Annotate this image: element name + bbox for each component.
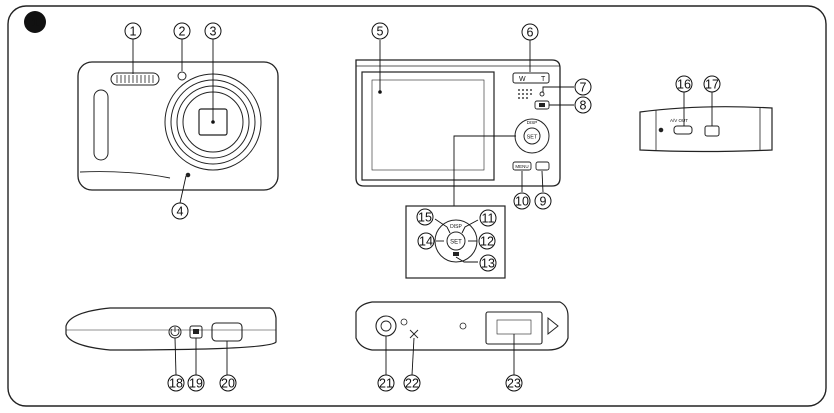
flash-icon xyxy=(110,72,160,86)
callout-10: 10 xyxy=(513,192,531,210)
menu-button: MENU xyxy=(512,161,532,171)
strap-eyelet xyxy=(704,125,720,137)
callout-11: 11 xyxy=(479,209,497,227)
callout-13: 13 xyxy=(479,254,497,272)
svg-text:7: 7 xyxy=(580,81,587,95)
callout-16: 16 xyxy=(675,75,693,93)
av-out-label: A/V OUT xyxy=(670,118,688,123)
svg-text:16: 16 xyxy=(677,78,691,92)
callout-2: 2 xyxy=(173,22,191,40)
camera-front-view xyxy=(77,61,279,191)
set-label-detail: SET xyxy=(450,240,462,246)
zoom-button: W T xyxy=(512,72,550,84)
status-lamp-icon xyxy=(539,91,545,97)
av-usb-port xyxy=(673,125,693,135)
svg-text:1: 1 xyxy=(130,25,137,39)
speaker-icon-bottom xyxy=(409,329,419,339)
back-callout-lines xyxy=(379,40,574,206)
callout-15: 15 xyxy=(416,208,434,226)
svg-text:4: 4 xyxy=(177,205,184,219)
camera-side-view: A/V OUT xyxy=(639,106,773,153)
menu-label: MENU xyxy=(515,164,528,169)
svg-text:5: 5 xyxy=(377,25,384,39)
callout-22: 22 xyxy=(403,374,421,392)
shutter-button xyxy=(211,322,243,342)
zoom-w-label: W xyxy=(519,76,526,83)
navigation-pad: SET DISP xyxy=(514,118,550,154)
svg-text:23: 23 xyxy=(507,377,521,391)
svg-text:8: 8 xyxy=(580,99,587,113)
camera-bottom-view xyxy=(355,301,569,351)
svg-text:19: 19 xyxy=(189,377,203,391)
figure-number: 1 xyxy=(31,15,38,30)
callout-5: 5 xyxy=(371,22,389,40)
camera-top-view xyxy=(65,307,277,351)
svg-text:10: 10 xyxy=(515,195,529,209)
svg-text:17: 17 xyxy=(705,78,719,92)
callout-19: 19 xyxy=(187,374,205,392)
top-callout-lines xyxy=(174,337,228,376)
callout-4: 4 xyxy=(171,202,189,220)
microphone-icon xyxy=(185,172,191,178)
callout-21: 21 xyxy=(377,374,395,392)
bottom-callout-lines xyxy=(385,334,515,376)
callout-3: 3 xyxy=(204,22,222,40)
delete-button xyxy=(535,161,550,171)
callout-20: 20 xyxy=(219,374,237,392)
front-callout-lines xyxy=(132,39,214,204)
callout-18: 18 xyxy=(167,374,185,392)
callout-17: 17 xyxy=(703,75,721,93)
svg-text:11: 11 xyxy=(482,212,495,226)
callout-23: 23 xyxy=(505,374,523,392)
disp-label-detail: DISP xyxy=(450,224,462,230)
svg-text:14: 14 xyxy=(419,235,433,249)
svg-text:21: 21 xyxy=(379,377,393,391)
callout-1: 1 xyxy=(124,22,142,40)
callout-12: 12 xyxy=(478,232,496,250)
figure-number-badge: 1 xyxy=(24,11,46,33)
svg-text:3: 3 xyxy=(210,25,217,39)
svg-text:20: 20 xyxy=(221,377,235,391)
disp-label: DISP xyxy=(527,120,538,125)
zoom-t-label: T xyxy=(541,76,546,83)
camera-back-view: W T SET DISP MENU xyxy=(355,59,561,187)
speaker-icon xyxy=(518,89,532,99)
svg-text:6: 6 xyxy=(527,26,534,40)
svg-text:15: 15 xyxy=(418,211,432,225)
svg-text:22: 22 xyxy=(405,377,419,391)
side-callout-lines xyxy=(683,92,713,126)
svg-text:18: 18 xyxy=(169,377,183,391)
svg-text:13: 13 xyxy=(481,257,495,271)
callout-14: 14 xyxy=(417,232,435,250)
callout-6: 6 xyxy=(521,23,539,41)
figure-frame xyxy=(7,5,827,407)
callout-9: 9 xyxy=(534,192,552,210)
callout-7: 7 xyxy=(574,78,592,96)
svg-text:9: 9 xyxy=(540,195,547,209)
self-timer-lamp-icon xyxy=(177,71,187,81)
lcd-screen xyxy=(361,71,495,181)
tripod-socket xyxy=(375,315,397,337)
svg-text:12: 12 xyxy=(480,235,494,249)
svg-text:2: 2 xyxy=(179,25,186,39)
callout-8: 8 xyxy=(574,96,592,114)
set-label: SET xyxy=(527,135,538,141)
